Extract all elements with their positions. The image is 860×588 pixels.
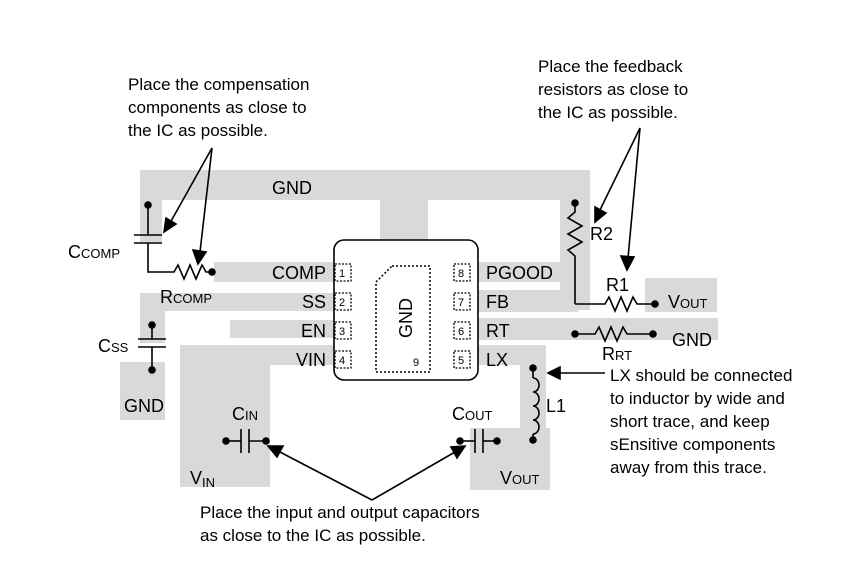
pin-name-fb: FB bbox=[486, 292, 509, 312]
pin-pad-7 bbox=[453, 292, 471, 311]
pin-pad-2 bbox=[334, 292, 352, 311]
net-label-vout-fb: VOUT bbox=[668, 292, 708, 312]
ic-package: GND 9 1 2 3 4 8 7 6 5 COMP SS EN VIN PGO… bbox=[272, 239, 553, 381]
arrow-head bbox=[449, 445, 467, 460]
pin-number: 7 bbox=[458, 297, 464, 309]
node-dot bbox=[148, 366, 156, 374]
arrow-line bbox=[277, 450, 373, 501]
net-label-gnd-top: GND bbox=[272, 178, 312, 198]
svg-text:resistors as close to: resistors as close to bbox=[538, 80, 688, 99]
node-dot bbox=[493, 437, 501, 445]
pin-name-lx: LX bbox=[486, 350, 508, 370]
node-dot bbox=[529, 436, 537, 444]
label-ccomp: CCOMP bbox=[68, 242, 120, 262]
comp-trace bbox=[214, 262, 334, 282]
note-feedback: Place the feedback resistors as close to… bbox=[538, 57, 688, 122]
node-dot bbox=[649, 330, 657, 338]
ss-trace bbox=[140, 293, 334, 311]
label-r2: R2 bbox=[590, 224, 613, 244]
svg-text:Place the input and output cap: Place the input and output capacitors bbox=[200, 503, 480, 522]
pin-name-pgood: PGOOD bbox=[486, 263, 553, 283]
pin-pad-5 bbox=[453, 350, 471, 369]
exposed-pad-label: GND bbox=[396, 298, 416, 338]
svg-text:away from this trace.: away from this trace. bbox=[610, 458, 767, 477]
ccomp-lead bbox=[147, 243, 170, 273]
copper-regions bbox=[120, 170, 718, 490]
svg-text:as close to the IC as possible: as close to the IC as possible. bbox=[200, 526, 426, 545]
node-dot bbox=[262, 437, 270, 445]
note-lx: LX should be connected to inductor by wi… bbox=[610, 366, 792, 477]
net-label-gnd-rt: GND bbox=[672, 330, 712, 350]
pin-name-ss: SS bbox=[302, 292, 326, 312]
svg-text:sEnsitive components: sEnsitive components bbox=[610, 435, 775, 454]
pgood-trace bbox=[478, 262, 568, 282]
exposed-pad-number: 9 bbox=[413, 357, 419, 369]
svg-text:short trace, and keep: short trace, and keep bbox=[610, 412, 770, 431]
pin-number: 3 bbox=[339, 326, 345, 338]
net-label-gnd-ss: GND bbox=[124, 396, 164, 416]
arrow-line bbox=[169, 147, 213, 224]
l1-inductor bbox=[532, 377, 540, 435]
arrow-line bbox=[599, 127, 641, 211]
pin-number: 4 bbox=[339, 355, 345, 367]
svg-text:Place the feedback: Place the feedback bbox=[538, 57, 683, 76]
arrow-head bbox=[619, 255, 636, 272]
svg-text:the IC as possible.: the IC as possible. bbox=[128, 121, 268, 140]
gnd-top-plane bbox=[140, 170, 590, 200]
net-label-vin: VIN bbox=[190, 468, 215, 490]
r1-resistor bbox=[575, 294, 655, 314]
label-css: CSS bbox=[98, 336, 129, 356]
pin-name-vin: VIN bbox=[296, 350, 326, 370]
arrow-head bbox=[191, 249, 208, 266]
arrow-line bbox=[371, 451, 456, 501]
schematic-components bbox=[134, 199, 659, 453]
label-cout: COUT bbox=[452, 404, 493, 424]
svg-text:Place the compensation: Place the compensation bbox=[128, 75, 309, 94]
pin-name-en: EN bbox=[301, 321, 326, 341]
label-cin: CIN bbox=[232, 404, 258, 424]
pin-pad-6 bbox=[453, 321, 471, 340]
label-r1: R1 bbox=[606, 275, 629, 295]
node-dot bbox=[651, 300, 659, 308]
svg-text:the IC as possible.: the IC as possible. bbox=[538, 103, 678, 122]
pin-pad-3 bbox=[334, 321, 352, 340]
ic-body bbox=[333, 239, 479, 381]
pin-name-comp: COMP bbox=[272, 263, 326, 283]
node-dot bbox=[208, 268, 216, 276]
rrt-resistor bbox=[575, 324, 653, 344]
arrow-head bbox=[546, 365, 561, 381]
pin-number: 5 bbox=[458, 355, 464, 367]
gnd-center-stem bbox=[380, 170, 428, 240]
label-rrt: RRT bbox=[602, 344, 632, 364]
svg-text:components as close to: components as close to bbox=[128, 98, 307, 117]
arrow-line bbox=[199, 147, 213, 253]
gnd-ss-pad bbox=[120, 362, 165, 420]
pin-number: 2 bbox=[339, 297, 345, 309]
svg-text:to inductor by wide and: to inductor by wide and bbox=[610, 389, 785, 408]
arrow-head bbox=[266, 445, 285, 459]
note-compensation: Place the compensation components as clo… bbox=[128, 75, 309, 140]
arrow-head bbox=[594, 205, 608, 224]
r2-resistor bbox=[566, 203, 584, 304]
label-rcomp: RCOMP bbox=[160, 287, 212, 307]
rcomp-resistor bbox=[170, 262, 212, 282]
fb-trace bbox=[478, 290, 578, 312]
arrow-head bbox=[162, 216, 178, 234]
note-capacitors: Place the input and output capacitors as… bbox=[200, 503, 480, 545]
vin-plane bbox=[180, 345, 270, 487]
pin-name-rt: RT bbox=[486, 321, 510, 341]
pin-pad-8 bbox=[453, 263, 471, 282]
label-l1: L1 bbox=[546, 396, 566, 416]
net-label-vout-cap: VOUT bbox=[500, 468, 540, 488]
svg-text:LX should be connected: LX should be connected bbox=[610, 366, 792, 385]
arrow-line bbox=[627, 127, 641, 259]
pin-number: 1 bbox=[339, 268, 345, 280]
en-trace bbox=[230, 320, 334, 338]
callout-arrows bbox=[162, 127, 641, 501]
pin-number: 6 bbox=[458, 326, 464, 338]
pin-pad-1 bbox=[334, 263, 352, 282]
pin-pad-4 bbox=[334, 350, 352, 369]
pin-number: 8 bbox=[458, 268, 464, 280]
